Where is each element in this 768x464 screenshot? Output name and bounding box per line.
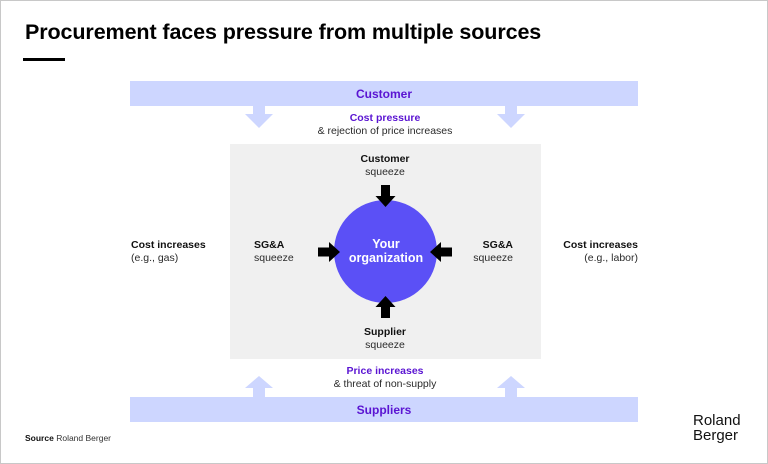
slide-title: Procurement faces pressure from multiple… (25, 20, 542, 44)
organization-label: Your organization (335, 237, 437, 265)
sga-squeeze-left-label: SG&A squeeze (254, 239, 294, 265)
logo-line2: Berger (693, 427, 739, 444)
cost-increases-left-detail: (e.g., gas) (131, 252, 179, 264)
supplier-squeeze-detail: squeeze (365, 339, 405, 351)
cost-pressure-note: Cost pressure & rejection of price incre… (265, 112, 505, 138)
squeeze-arrow-left-icon (430, 242, 452, 262)
source-value: Roland Berger (56, 433, 112, 443)
logo-line1: Roland (693, 412, 741, 429)
down-arrow-icon (245, 105, 273, 128)
cost-increases-right: Cost increases (e.g., labor) (538, 239, 638, 265)
squeeze-arrow-right-icon (318, 242, 340, 262)
sga-right-heading: SG&A (482, 239, 513, 251)
source-note: Source Roland Berger (25, 433, 111, 443)
price-increases-detail: & threat of non-supply (333, 378, 437, 390)
customer-squeeze-detail: squeeze (365, 166, 405, 178)
cost-increases-left: Cost increases (e.g., gas) (131, 239, 206, 265)
down-arrow-icon (497, 105, 525, 128)
suppliers-bar-label: Suppliers (356, 402, 412, 417)
sga-left-heading: SG&A (254, 239, 285, 251)
cost-pressure-heading: Cost pressure (349, 112, 421, 124)
customer-squeeze-label: Customer squeeze (265, 153, 505, 179)
cost-pressure-detail: & rejection of price increases (317, 125, 453, 137)
customer-bar: Customer (130, 81, 638, 106)
cost-increases-left-heading: Cost increases (131, 239, 206, 251)
up-arrow-icon (245, 376, 273, 398)
supplier-squeeze-heading: Supplier (363, 326, 406, 338)
suppliers-bar: Suppliers (130, 397, 638, 422)
supplier-squeeze-label: Supplier squeeze (265, 326, 505, 352)
price-increases-note: Price increases & threat of non-supply (265, 365, 505, 391)
squeeze-arrow-down-icon (375, 185, 396, 207)
organization-label-line2: organization (348, 251, 424, 265)
organization-label-line1: Your (372, 237, 400, 251)
cost-increases-right-heading: Cost increases (563, 239, 638, 251)
customer-bar-label: Customer (355, 86, 412, 101)
cost-increases-right-detail: (e.g., labor) (584, 252, 638, 264)
title-underline (23, 58, 65, 61)
up-arrow-icon (497, 376, 525, 398)
price-increases-heading: Price increases (346, 365, 424, 377)
source-label: Source (25, 433, 54, 443)
squeeze-arrow-up-icon (375, 296, 396, 318)
sga-right-detail: squeeze (473, 252, 513, 264)
sga-squeeze-right-label: SG&A squeeze (453, 239, 513, 265)
roland-berger-logo: Roland Berger (693, 413, 741, 443)
customer-squeeze-heading: Customer (360, 153, 410, 165)
organization-circle (334, 200, 437, 303)
sga-left-detail: squeeze (254, 252, 294, 264)
